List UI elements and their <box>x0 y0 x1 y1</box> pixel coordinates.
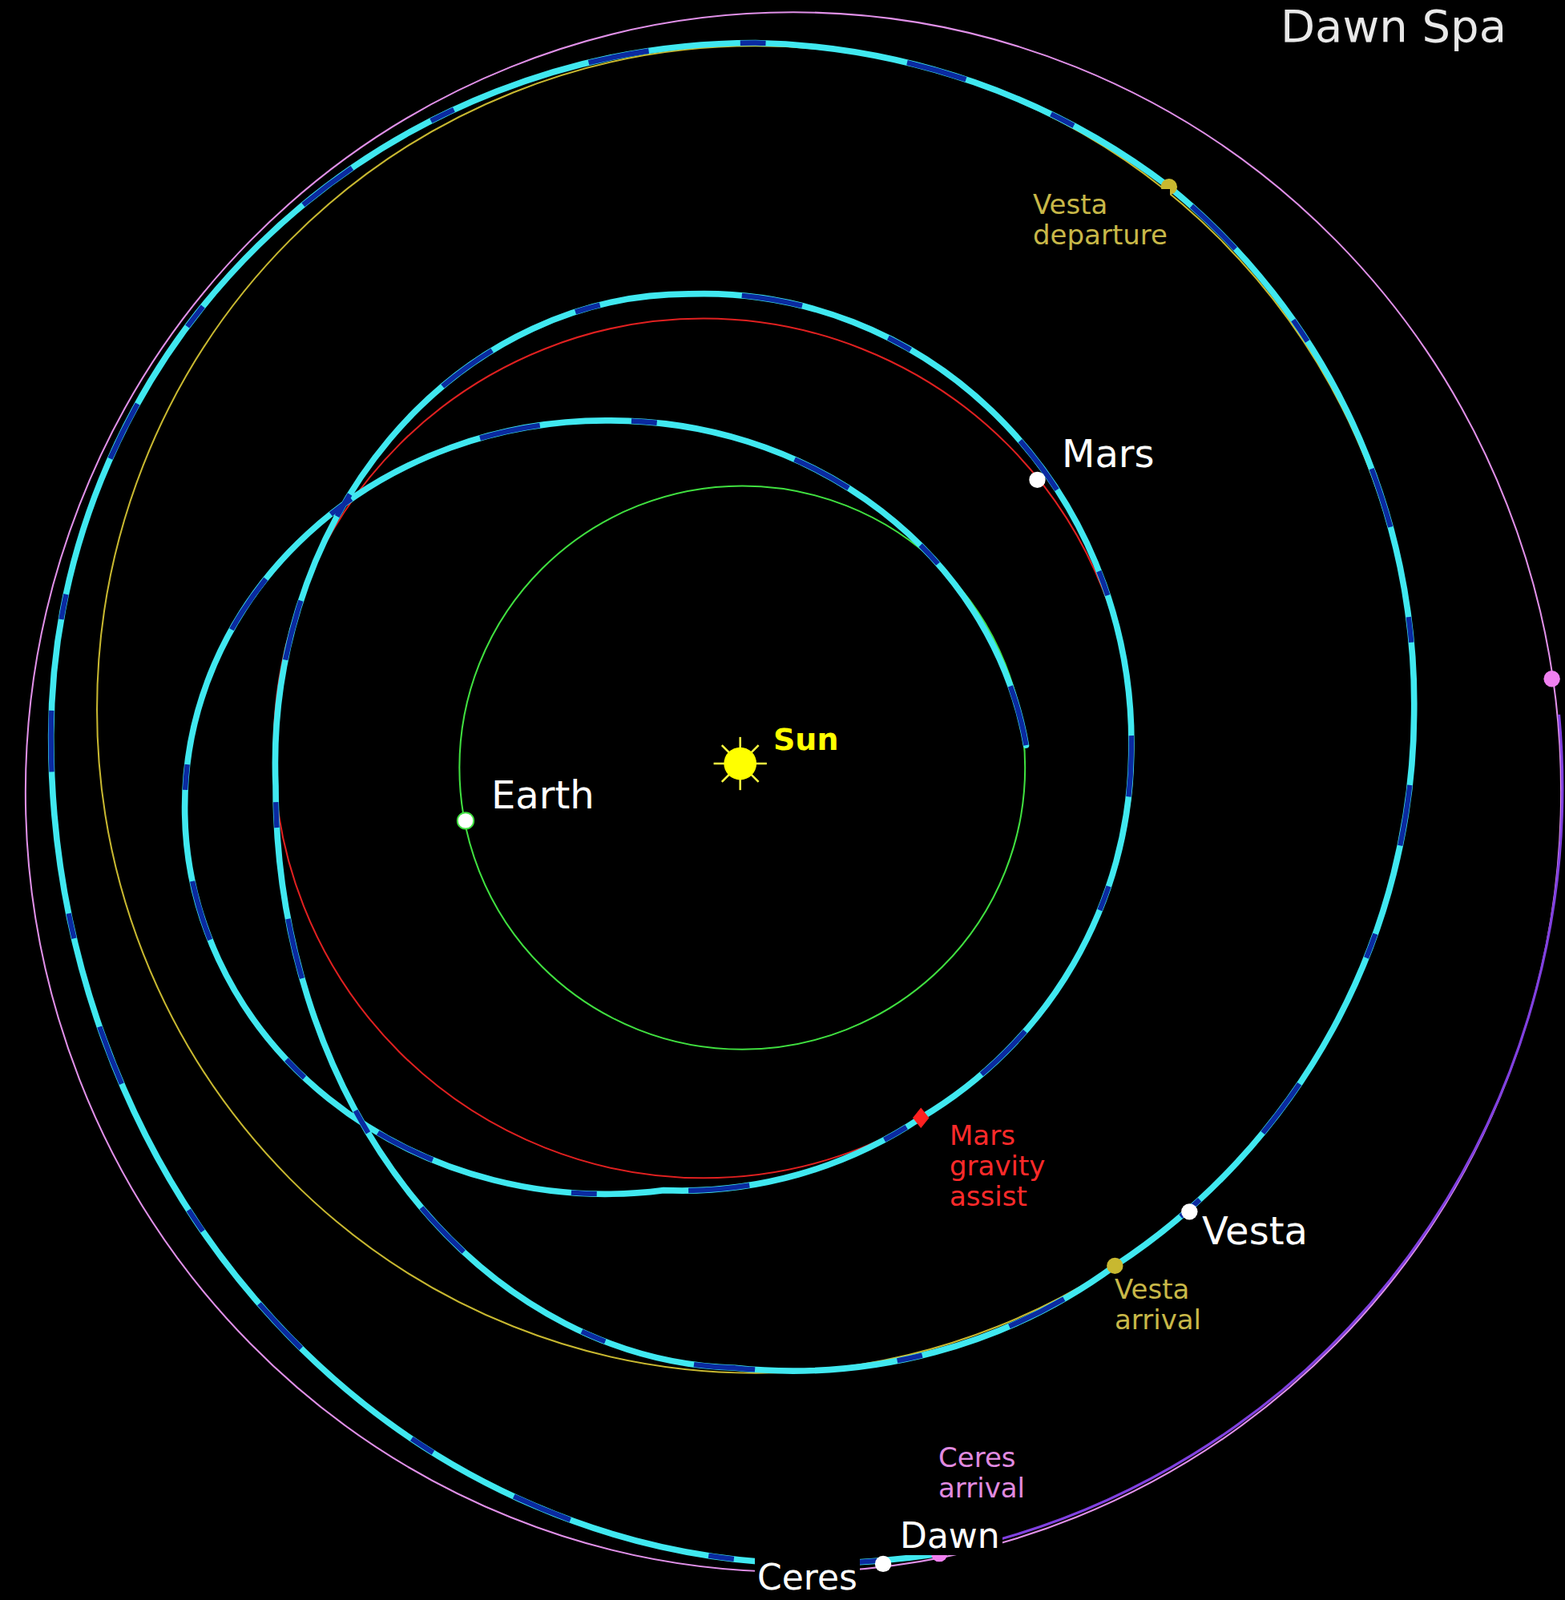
event-label: Mars gravity assist <box>947 1120 1048 1212</box>
ceres-label: Ceres <box>754 1557 860 1598</box>
event-label: Vesta departure <box>1030 189 1170 251</box>
sun-label: Sun <box>770 722 841 758</box>
vesta-label: Vesta <box>1199 1210 1311 1254</box>
event-label: Ceres arrival <box>935 1442 1028 1504</box>
mars-label: Mars <box>1059 432 1158 476</box>
title: Dawn Spa <box>1278 1 1509 53</box>
earth-label: Earth <box>488 774 597 818</box>
event-label: Vesta arrival <box>1112 1274 1204 1336</box>
spacecraft-label: Dawn <box>897 1516 1003 1556</box>
